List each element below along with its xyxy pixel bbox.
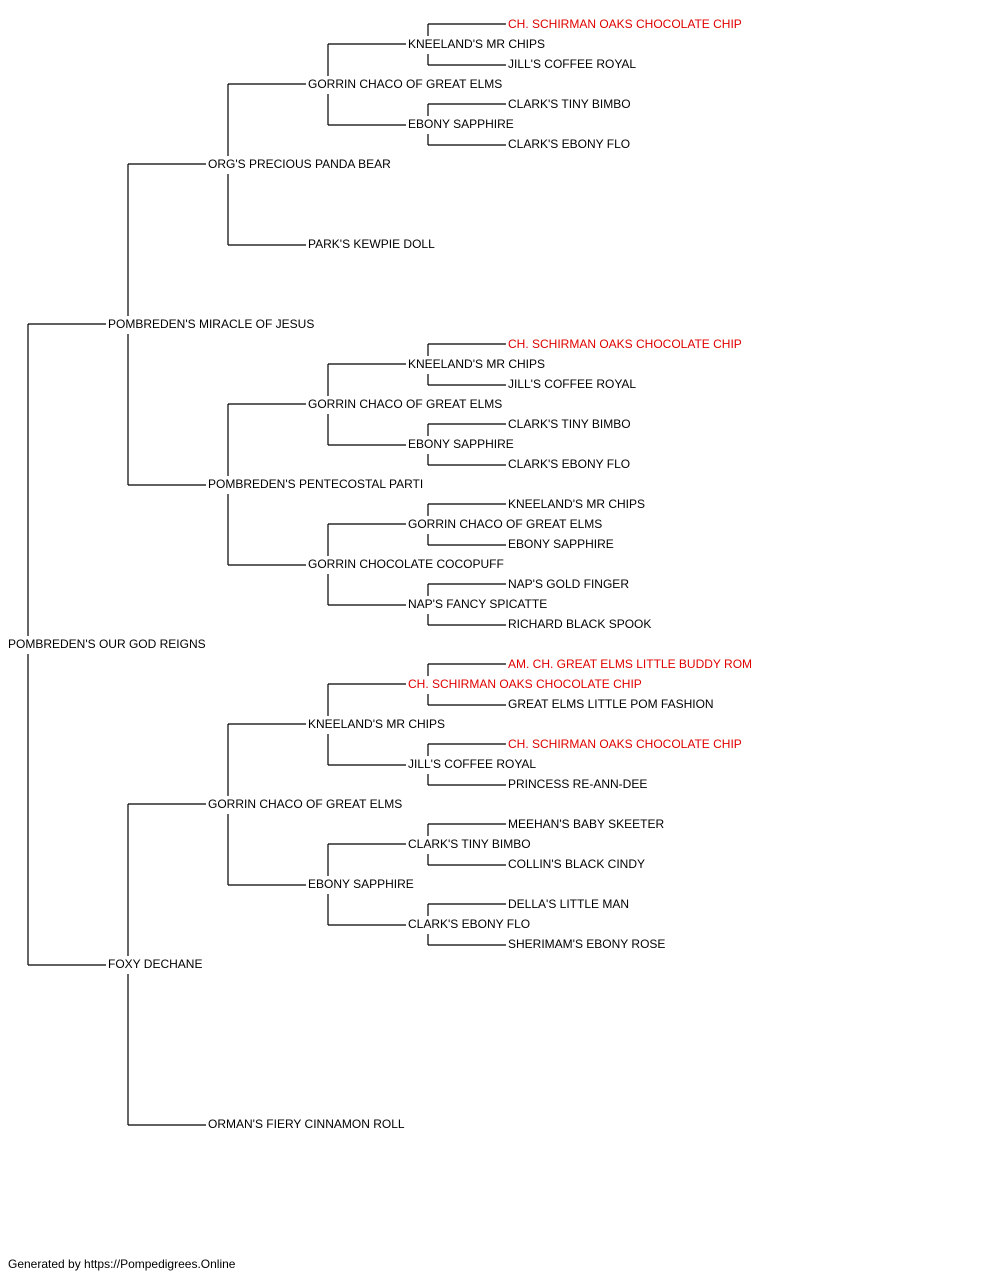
dog-name: CLARK'S EBONY FLO (408, 917, 530, 931)
dog-name: EBONY SAPPHIRE (408, 117, 514, 131)
dog-name: NAP'S FANCY SPICATTE (408, 597, 547, 611)
dog-name: JILL'S COFFEE ROYAL (508, 377, 636, 391)
dog-name: RICHARD BLACK SPOOK (508, 617, 651, 631)
dog-name: KNEELAND'S MR CHIPS (408, 357, 545, 371)
dog-name: GREAT ELMS LITTLE POM FASHION (508, 697, 714, 711)
dog-name: FOXY DECHANE (108, 957, 202, 971)
dog-name: ORG'S PRECIOUS PANDA BEAR (208, 157, 391, 171)
dog-name: CLARK'S TINY BIMBO (508, 97, 631, 111)
dog-name: POMBREDEN'S OUR GOD REIGNS (8, 637, 206, 651)
dog-name: KNEELAND'S MR CHIPS (308, 717, 445, 731)
dog-name: PARK'S KEWPIE DOLL (308, 237, 435, 251)
dog-name: MEEHAN'S BABY SKEETER (508, 817, 664, 831)
dog-name: PRINCESS RE-ANN-DEE (508, 777, 647, 791)
pedigree-tree: POMBREDEN'S OUR GOD REIGNS POMBREDEN'S MI… (8, 17, 752, 1131)
dog-name: CLARK'S TINY BIMBO (508, 417, 631, 431)
dog-name: SHERIMAM'S EBONY ROSE (508, 937, 665, 951)
dog-name: KNEELAND'S MR CHIPS (408, 37, 545, 51)
dog-name: KNEELAND'S MR CHIPS (508, 497, 645, 511)
dog-name: GORRIN CHACO OF GREAT ELMS (208, 797, 402, 811)
dog-name: POMBREDEN'S MIRACLE OF JESUS (108, 317, 314, 331)
dog-name: GORRIN CHACO OF GREAT ELMS (308, 77, 502, 91)
dog-name: CLARK'S EBONY FLO (508, 137, 630, 151)
dog-name: GORRIN CHACO OF GREAT ELMS (408, 517, 602, 531)
dog-name: CLARK'S EBONY FLO (508, 457, 630, 471)
dog-name: CLARK'S TINY BIMBO (408, 837, 531, 851)
dog-name: NAP'S GOLD FINGER (508, 577, 629, 591)
dog-name: CH. SCHIRMAN OAKS CHOCOLATE CHIP (408, 677, 642, 691)
dog-name: GORRIN CHOCOLATE COCOPUFF (308, 557, 504, 571)
footer-credit: Generated by https://Pompedigrees.Online (8, 1257, 236, 1271)
dog-name: AM. CH. GREAT ELMS LITTLE BUDDY ROM (508, 657, 752, 671)
dog-name: ORMAN'S FIERY CINNAMON ROLL (208, 1117, 405, 1131)
dog-name: COLLIN'S BLACK CINDY (508, 857, 645, 871)
dog-name: EBONY SAPPHIRE (308, 877, 414, 891)
dog-name: JILL'S COFFEE ROYAL (408, 757, 536, 771)
dog-name: CH. SCHIRMAN OAKS CHOCOLATE CHIP (508, 337, 742, 351)
dog-name: EBONY SAPPHIRE (408, 437, 514, 451)
dog-name: GORRIN CHACO OF GREAT ELMS (308, 397, 502, 411)
dog-name: EBONY SAPPHIRE (508, 537, 614, 551)
dog-name: CH. SCHIRMAN OAKS CHOCOLATE CHIP (508, 737, 742, 751)
dog-name: DELLA'S LITTLE MAN (508, 897, 629, 911)
dog-name: JILL'S COFFEE ROYAL (508, 57, 636, 71)
dog-name: POMBREDEN'S PENTECOSTAL PARTI (208, 477, 423, 491)
dog-name: CH. SCHIRMAN OAKS CHOCOLATE CHIP (508, 17, 742, 31)
